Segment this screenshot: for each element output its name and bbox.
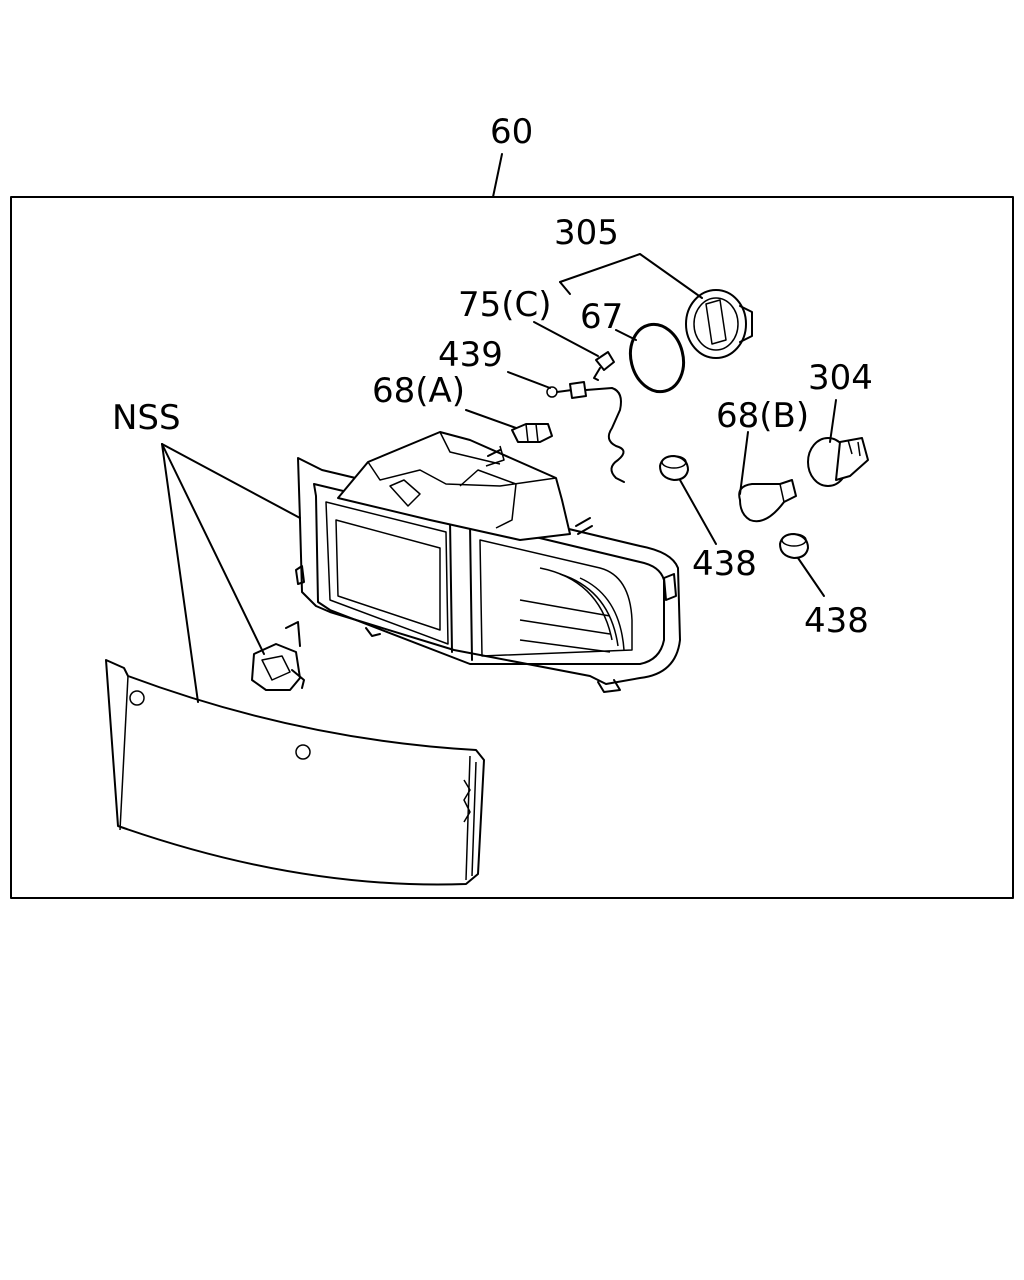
- socket-305: [685, 289, 753, 359]
- wire-harness-439: [546, 381, 625, 483]
- label-75c: 75(C): [458, 285, 552, 325]
- label-438-upper: 438: [692, 544, 757, 584]
- leader-lines: [161, 253, 837, 703]
- leader-60: [492, 153, 503, 198]
- label-304: 304: [808, 358, 873, 398]
- o-ring-67: [628, 322, 686, 394]
- label-60: 60: [490, 112, 533, 152]
- label-439: 439: [438, 335, 503, 375]
- nss-clip: [251, 621, 305, 691]
- label-68b: 68(B): [716, 396, 809, 436]
- bulb-68b: [738, 479, 797, 523]
- screw-75c: [593, 351, 615, 381]
- bulb-68a: [511, 423, 553, 443]
- label-nss: NSS: [112, 398, 181, 438]
- label-305: 305: [554, 213, 619, 253]
- headlamp-lens: [105, 659, 485, 886]
- socket-304: [807, 437, 869, 487]
- headlamp-housing: [295, 431, 681, 693]
- cap-438-upper: [659, 455, 689, 481]
- label-67: 67: [580, 297, 623, 337]
- cap-438-lower: [779, 533, 809, 559]
- label-68a: 68(A): [372, 371, 465, 411]
- label-438-lower: 438: [804, 601, 869, 641]
- assembly-frame: [10, 196, 1014, 899]
